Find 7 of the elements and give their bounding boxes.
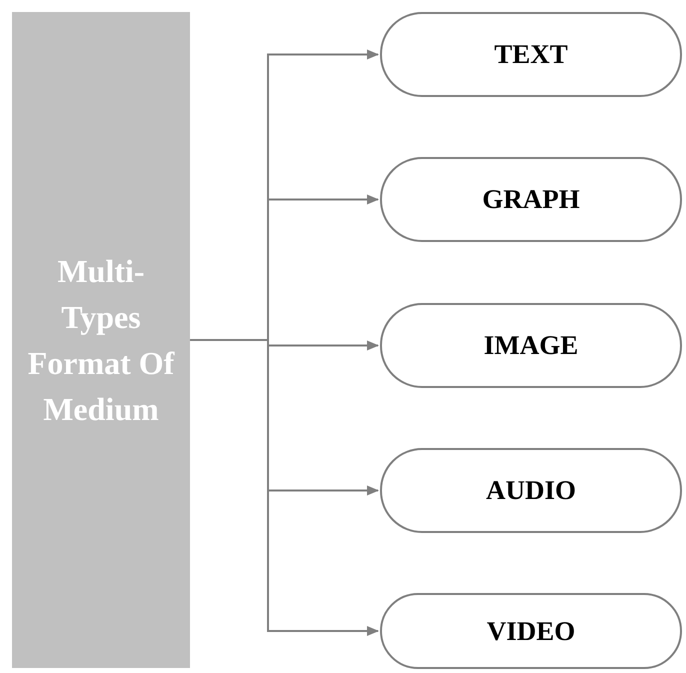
type-label: IMAGE bbox=[484, 329, 578, 362]
category-box bbox=[12, 12, 190, 668]
type-label: VIDEO bbox=[486, 614, 576, 648]
type-label: GRAPH bbox=[482, 183, 580, 216]
type-label: TEXT bbox=[494, 38, 568, 72]
category-label: Multi-Types Format Of Medium bbox=[26, 252, 176, 429]
type-label: AUDIO bbox=[486, 474, 576, 508]
